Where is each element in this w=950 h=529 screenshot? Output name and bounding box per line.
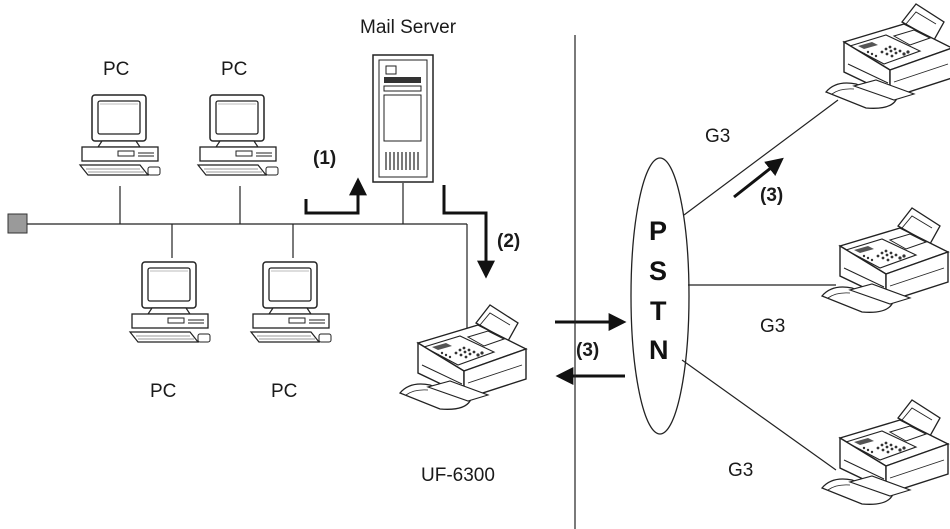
g3-label: G3 <box>760 316 785 337</box>
step-2-label: (2) <box>497 231 520 252</box>
arrow-icon <box>304 177 367 215</box>
link-remote-bottom <box>681 359 837 471</box>
fax-machine-icon <box>399 304 527 411</box>
g3-label: G3 <box>728 460 753 481</box>
pc-label: PC <box>150 381 176 402</box>
step-1-label: (1) <box>313 148 336 169</box>
step-3-remote-label: (3) <box>760 185 783 206</box>
fax-machine-icon <box>821 399 949 506</box>
step-3-label: (3) <box>576 340 599 361</box>
g3-label: G3 <box>705 126 730 147</box>
local-fax-label: UF-6300 <box>421 465 495 486</box>
pc-label: PC <box>103 59 129 80</box>
pc-icon <box>129 261 211 343</box>
arrow-icon <box>733 157 784 199</box>
fax-machine-icon <box>821 207 949 314</box>
arrow-icon <box>442 185 495 279</box>
pstn-letter: N <box>649 335 669 365</box>
pc-label: PC <box>271 381 297 402</box>
mail-server-icon <box>372 54 434 183</box>
pc-icon <box>250 261 332 343</box>
pc-label: PC <box>221 59 247 80</box>
pstn-letter: T <box>650 296 667 326</box>
pc-icon <box>79 94 161 176</box>
pstn-letter: S <box>649 256 667 286</box>
terminator-icon <box>7 213 28 234</box>
pstn-letter: P <box>649 216 667 246</box>
pc-icon <box>197 94 279 176</box>
mail-server-label: Mail Server <box>360 17 457 38</box>
link-remote-top <box>683 99 839 216</box>
fax-machine-icon <box>825 3 950 110</box>
pstn-cloud <box>630 157 690 435</box>
